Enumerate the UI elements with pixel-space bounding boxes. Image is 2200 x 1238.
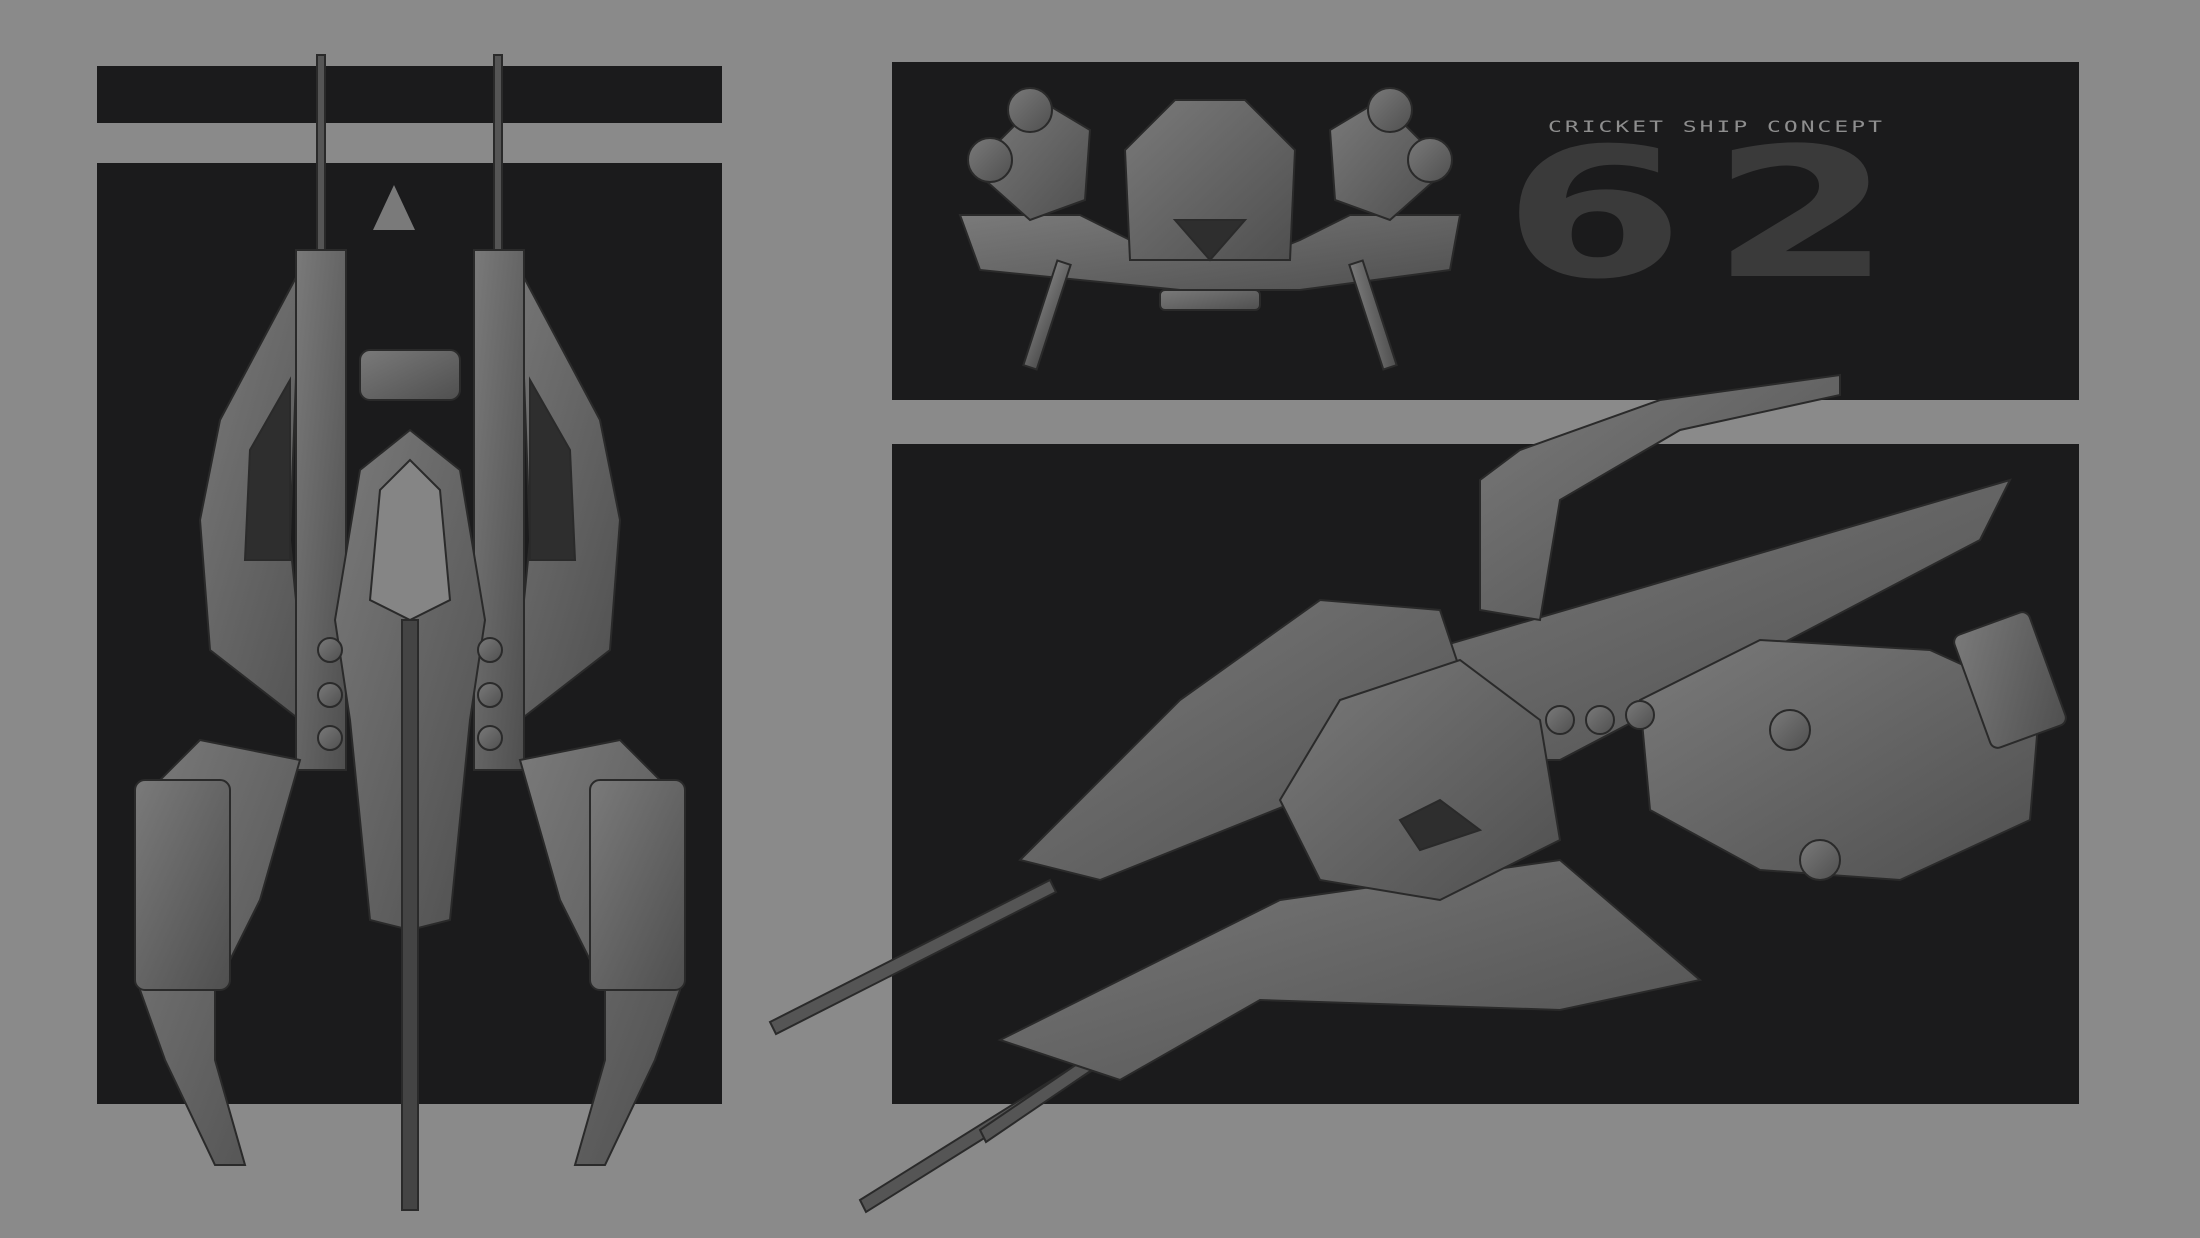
triangle-icon — [373, 185, 415, 230]
ship-top-view — [134, 54, 686, 1211]
concept-number: 62 — [1503, 110, 1919, 319]
concept-title: CRICKET SHIP CONCEPT — [1548, 118, 1885, 137]
ship-front-view — [958, 87, 1462, 371]
ship-perspective-view — [768, 373, 2067, 1214]
header-bar — [97, 66, 722, 123]
